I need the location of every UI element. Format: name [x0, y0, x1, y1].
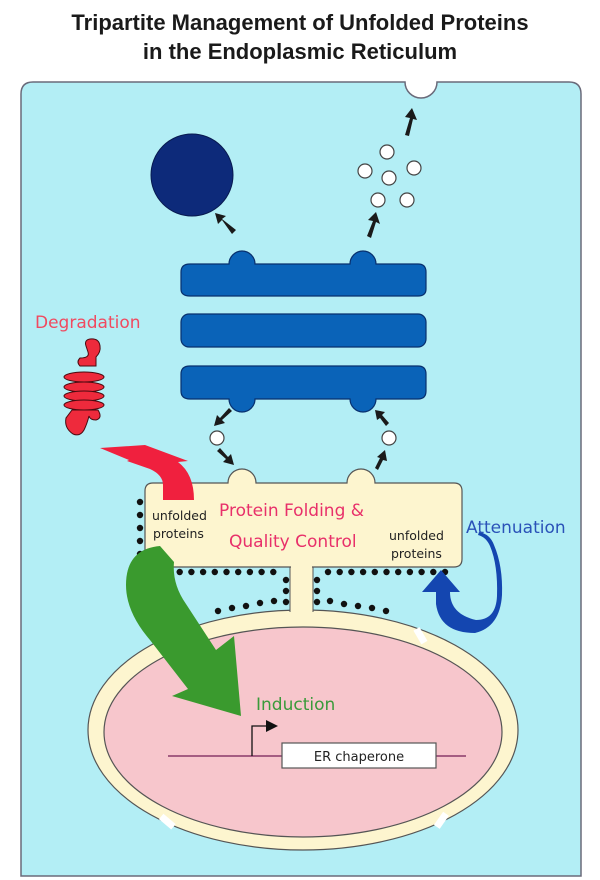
ribosome-dot [313, 598, 321, 606]
ribosome-dot [382, 607, 390, 615]
ribosome-dot [313, 576, 321, 584]
er-stalk-join [291, 565, 312, 571]
nuclear-pore [413, 627, 428, 645]
title-line-1: Tripartite Management of Unfolded Protei… [71, 10, 529, 35]
gene [168, 720, 466, 769]
arrow-to-vesicles [367, 212, 380, 238]
ribosome-dot [176, 568, 183, 576]
ribosome-dot [199, 568, 207, 576]
gene-box [281, 742, 437, 769]
ribosome-dot [348, 568, 355, 576]
ribosome-dot [430, 568, 437, 576]
ribosome-dot [228, 604, 236, 612]
vesicle [381, 170, 397, 186]
vesicle [399, 192, 415, 208]
transport-arrows [214, 108, 417, 470]
protein-folding-label-line1: Protein Folding & [219, 501, 364, 521]
ribosome-dot [282, 598, 290, 606]
vesicle [370, 192, 386, 208]
ribosome-dot [256, 599, 264, 607]
nucleus [87, 609, 519, 851]
ribosome-dot [282, 576, 290, 584]
ribosome-dot [354, 602, 362, 610]
ribosomes [136, 498, 449, 615]
ribosome-dot [340, 600, 348, 608]
ribosome-dot [136, 524, 144, 532]
nuclear-pore [433, 811, 449, 829]
ribosome-dot [383, 568, 390, 576]
ribosome-dot [371, 568, 378, 576]
ribosome-dot [395, 568, 402, 576]
unfolded-proteins-right-line2: proteins [391, 546, 442, 561]
degraded-protein [63, 338, 105, 436]
nuclear-pore [158, 813, 176, 830]
arrow-golgi-to-vesicle-left [214, 408, 232, 426]
title-line-2: in the Endoplasmic Reticulum [142, 39, 458, 64]
vesicle-left [209, 430, 225, 446]
arrow-er-to-vesicle-right [375, 450, 387, 470]
ribosome-dot [324, 568, 332, 576]
gene-label: ER chaperone [314, 750, 404, 765]
ribosome-dot [136, 498, 144, 506]
ribosome-dot [313, 587, 321, 595]
ribosome-dot [270, 597, 278, 605]
golgi-cisterna-bottom [180, 365, 427, 413]
golgi-cisterna-middle [180, 313, 427, 348]
ribosome-dot [282, 587, 290, 595]
promoter-arrow-head [266, 720, 278, 732]
unfolded-proteins-left-line2: proteins [153, 526, 204, 541]
er-stalk [290, 560, 313, 620]
ribosome-dot [406, 568, 414, 576]
unfolded-proteins-left-line1: unfolded [152, 508, 207, 523]
attenuation-label: Attenuation [466, 518, 566, 538]
ribosome-dot [214, 607, 222, 615]
ribosome-dot [368, 604, 376, 612]
ribosome-dot [258, 568, 265, 576]
induction-label: Induction [256, 695, 335, 715]
ribosome-dot [359, 568, 367, 576]
secretory-granule [150, 133, 234, 217]
attenuation-arrow [422, 532, 503, 633]
ribosome-dot [235, 568, 242, 576]
arrow-vesicle-to-er-left [217, 448, 234, 465]
arrow-exocytosis [405, 108, 417, 136]
vesicle [379, 144, 395, 160]
ribosome-dot [336, 568, 343, 576]
ribosome-dot [270, 568, 277, 576]
vesicle [357, 163, 373, 179]
ribosome-dot [136, 511, 144, 519]
ribosome-dot [211, 568, 218, 576]
vesicle [406, 160, 422, 176]
unfolded-proteins-right-line1: unfolded [389, 528, 444, 543]
ribosome-dot [188, 568, 195, 576]
transport-vesicles [209, 430, 397, 446]
nuclear-pores [158, 627, 449, 830]
promoter-arrow-line [251, 725, 268, 756]
degradation-arrow [100, 445, 194, 500]
ribosome-dot [326, 597, 334, 605]
nucleoplasm [103, 626, 503, 838]
ribosome-dot [246, 568, 254, 576]
golgi-cisterna-top [180, 250, 427, 297]
secretory-vesicles [357, 144, 422, 208]
protein-folding-label-line2: Quality Control [229, 532, 357, 552]
induction-arrow [126, 546, 241, 716]
vesicle-right [381, 430, 397, 446]
ribosome-dot [136, 537, 144, 545]
diagram-title: Tripartite Management of Unfolded Protei… [0, 8, 600, 66]
golgi-apparatus [180, 250, 427, 413]
ribosome-dot [223, 568, 230, 576]
arrow-vesicle-to-golgi-right [375, 410, 389, 426]
arrow-to-granule [215, 213, 236, 234]
ribosome-dot [418, 568, 425, 576]
ribosome-dot [242, 602, 250, 610]
degradation-label: Degradation [35, 313, 141, 333]
